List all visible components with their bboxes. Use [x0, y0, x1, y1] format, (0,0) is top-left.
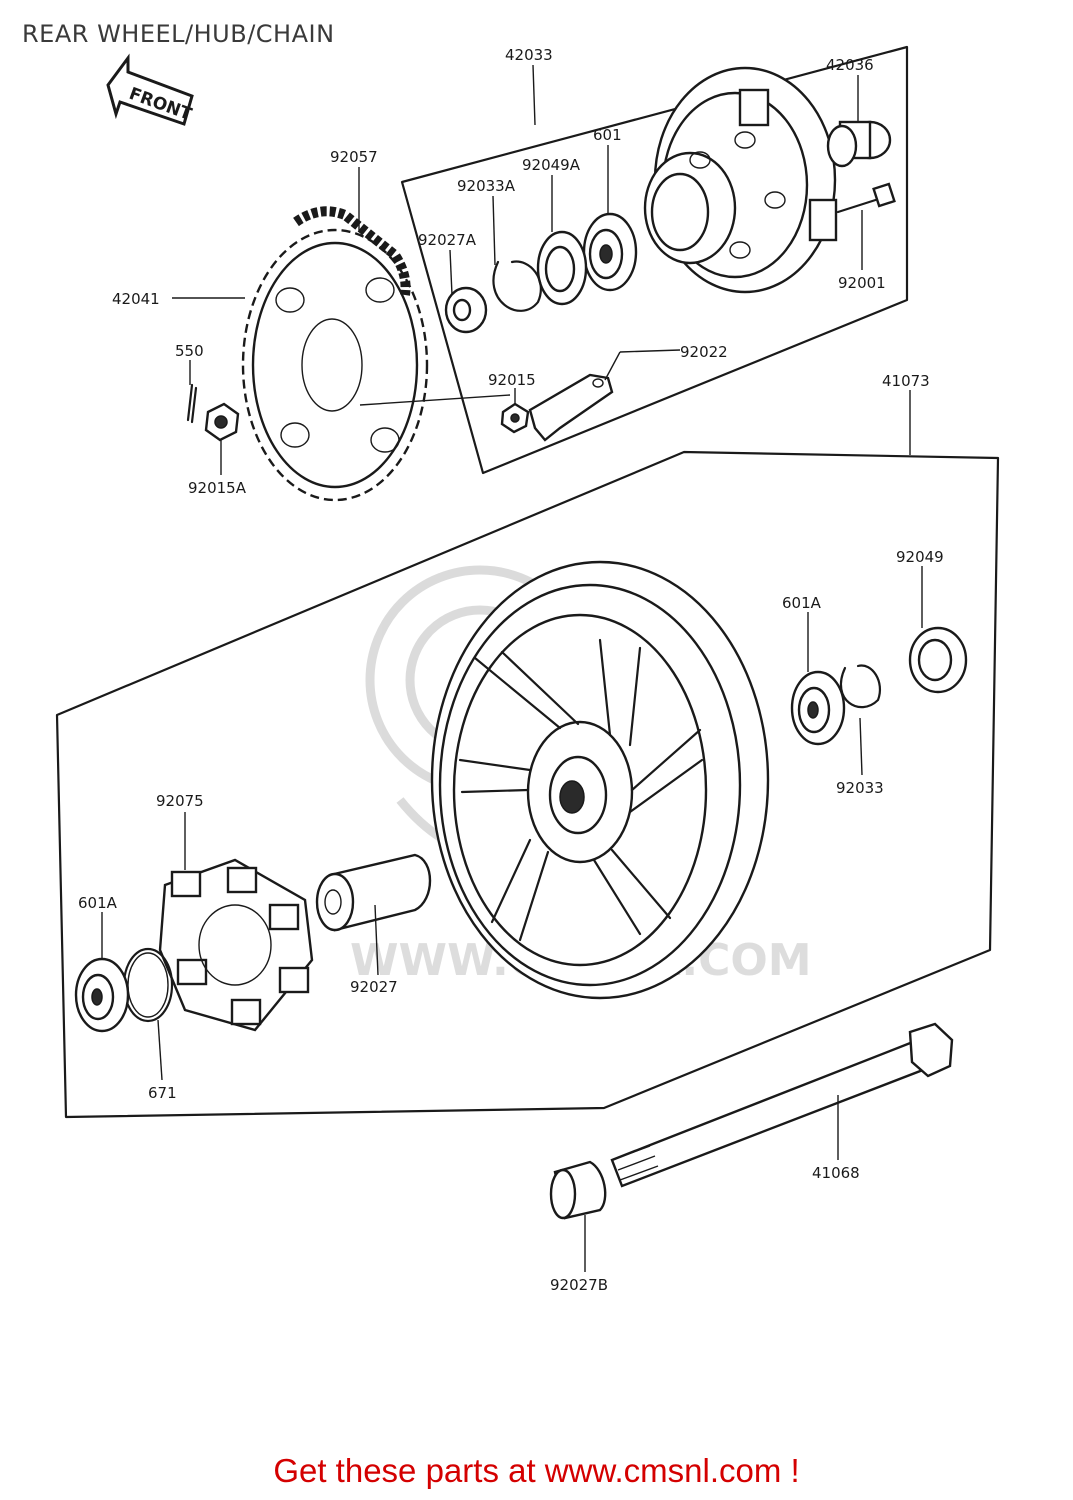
label-92015: 92015: [488, 371, 536, 389]
label-92027B: 92027B: [550, 1276, 608, 1294]
circlip-92033A: [492, 260, 542, 312]
collar-92027A: [444, 286, 488, 334]
label-92075: 92075: [156, 792, 204, 810]
rear-hub: [643, 66, 838, 294]
label-92015A: 92015A: [188, 479, 247, 497]
label-92027: 92027: [350, 978, 398, 996]
circlip-92033: [839, 664, 881, 709]
oil-seal-92049A: [536, 230, 588, 306]
plate-92022: [528, 373, 614, 442]
label-42041: 42041: [112, 290, 160, 308]
label-671: 671: [148, 1084, 177, 1102]
label-601A-left: 601A: [78, 894, 118, 912]
bearing-601A-right: [790, 670, 846, 746]
label-92049: 92049: [896, 548, 944, 566]
label-601: 601: [593, 126, 622, 144]
bearing-601: [582, 212, 638, 292]
label-92057: 92057: [330, 148, 378, 166]
collar-92027: [315, 853, 432, 932]
collar-92027B: [549, 1160, 607, 1220]
part-labels: 42033 42036 92057 601 92049A 92033A 9202…: [78, 46, 944, 1294]
label-550: 550: [175, 342, 204, 360]
bolt-92001: [836, 182, 896, 214]
wheel-group-panel: [55, 450, 1000, 1119]
nut-92015: [500, 402, 530, 434]
nut-92015A: [204, 402, 240, 442]
label-92033: 92033: [836, 779, 884, 797]
footer-link[interactable]: Get these parts at www.cmsnl.com !: [273, 1452, 800, 1489]
label-92022: 92022: [680, 343, 728, 361]
leader-lines: [101, 64, 923, 1272]
diagram-title: REAR WHEEL/HUB/CHAIN: [22, 20, 335, 48]
front-arrow-icon: FRONT: [106, 53, 195, 126]
hub-group-panel: [400, 45, 909, 475]
label-92027A: 92027A: [418, 231, 477, 249]
label-601A-right: 601A: [782, 594, 822, 612]
cotter-pin-550: [186, 383, 198, 424]
damper-92075: [158, 858, 314, 1032]
oil-seal-92049: [908, 626, 968, 694]
label-41073: 41073: [882, 372, 930, 390]
label-92049A: 92049A: [522, 156, 581, 174]
label-41068: 41068: [812, 1164, 860, 1182]
drive-chain-92057: [293, 206, 411, 296]
label-92033A: 92033A: [457, 177, 516, 195]
label-92001: 92001: [838, 274, 886, 292]
label-42033: 42033: [505, 46, 553, 64]
hub-spacer-42036: [826, 120, 892, 168]
sprocket-42041: [241, 228, 429, 502]
label-42036: 42036: [826, 56, 874, 74]
rear-wheel-41073: [430, 560, 770, 1000]
o-ring-671: [122, 947, 174, 1023]
axle-41068: [610, 1022, 954, 1188]
bearing-601A-left: [74, 957, 130, 1033]
